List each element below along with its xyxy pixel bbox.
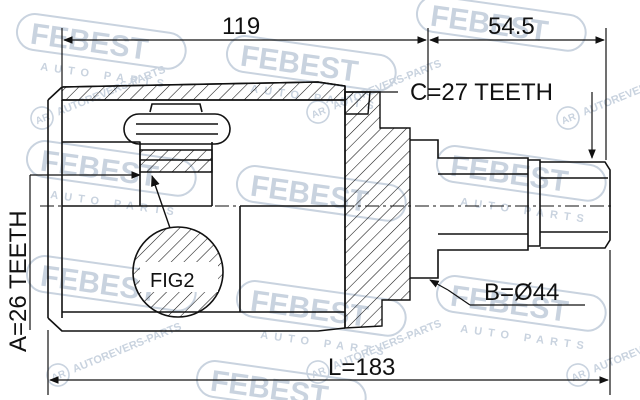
shaft-spline [528,159,541,247]
hatch-stem-shoulder [344,91,371,115]
svg-text:AR: AR [310,105,328,121]
hatch-housing-top [61,81,346,101]
watermark-tagline-4: AUTO PARTS [460,196,591,226]
svg-text:FEBEST: FEBEST [28,18,150,67]
svg-text:AR: AR [570,368,588,384]
svg-text:AR: AR [310,365,328,381]
svg-text:AUTOREVERS-PARTS: AUTOREVERS-PARTS [581,64,640,119]
hatch-stem-cone [344,91,411,329]
fig2-label: FIG2 [150,270,194,292]
watermark-site-4: AR AUTOREVERS-PARTS [46,321,183,387]
dim-b-label: B=Ø44 [484,279,559,306]
fig2-leader [151,174,171,229]
svg-text:FEBEST: FEBEST [238,40,360,89]
dim-54-label: 54.5 [488,13,535,40]
housing-bottom-edge [47,317,346,332]
svg-text:AUTOREVERS-PARTS: AUTOREVERS-PARTS [591,321,640,376]
watermark-site-3: AR AUTOREVERS-PARTS [556,64,640,130]
tripod-roller [123,103,231,145]
dim-183-label: L=183 [328,354,395,381]
dim-a-label: A=26 TEETH [5,210,32,352]
svg-text:AR: AR [560,111,578,127]
dim-c-label: C=27 TEETH [410,79,553,106]
fig2-detail: FIG2 [132,174,224,318]
watermark-site-6: AR AUTOREVERS-PARTS [566,321,640,387]
section-hatching [61,81,411,329]
dim-b-leader [447,289,471,306]
roller-body [123,113,231,145]
svg-text:AR: AR [34,111,52,127]
svg-text:AR: AR [50,368,68,384]
dimension-lines [29,28,611,395]
watermark-layer: FEBEST FEBEST FEBEST FEBEST FEBEST FEBES… [15,0,640,400]
hatch-ball-race [139,149,213,173]
dim-119-label: 119 [222,13,260,40]
svg-text:AUTOREVERS-PARTS: AUTOREVERS-PARTS [71,321,183,376]
shaft-body [410,139,529,279]
output-shaft [410,139,611,279]
